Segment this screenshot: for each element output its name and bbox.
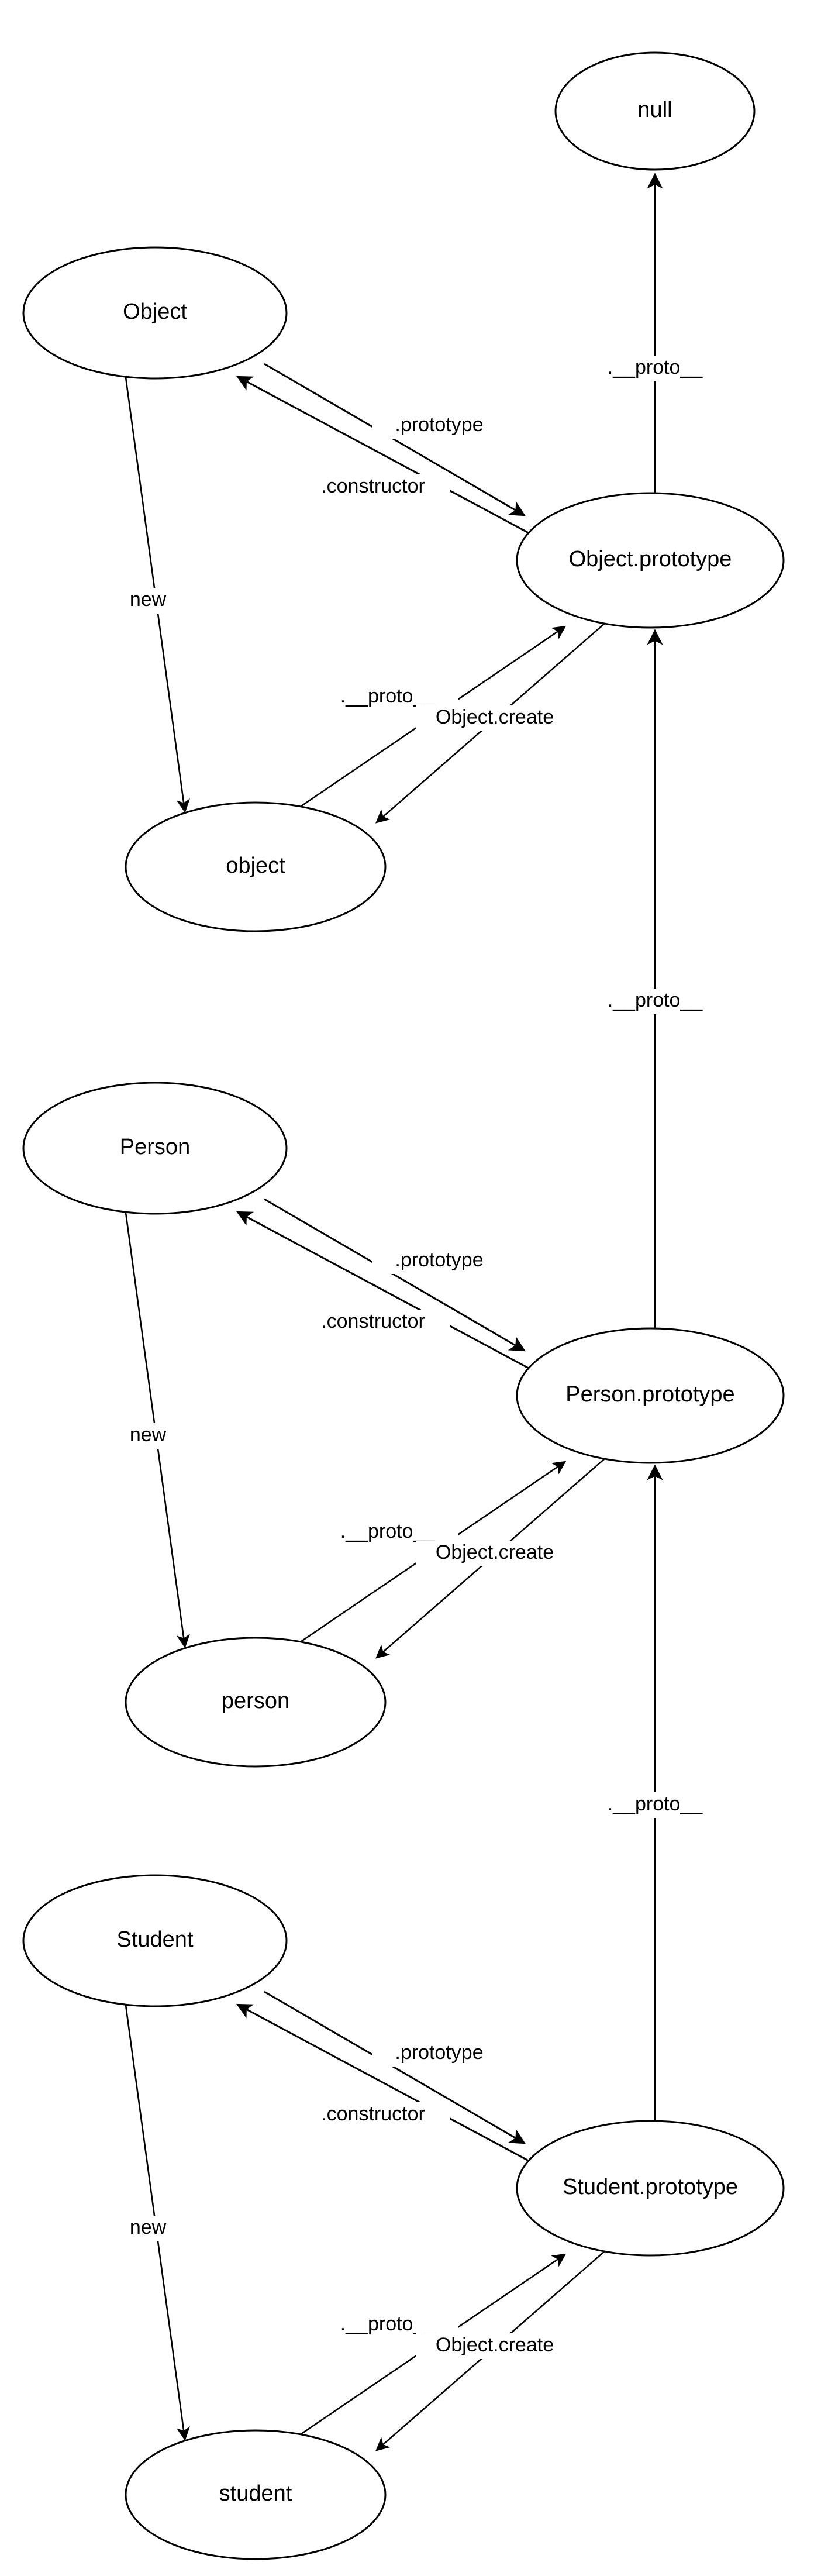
edge-student-new: new bbox=[116, 2005, 190, 2441]
node-ellipse-Object[interactable] bbox=[22, 246, 288, 380]
edge-label-person-constructor: .constructor bbox=[321, 1310, 425, 1332]
node-ellipse-Student[interactable] bbox=[22, 1874, 288, 2007]
edge-person-create: Object.create bbox=[375, 1458, 606, 1659]
edge-label-object-create: Object.create bbox=[436, 706, 554, 728]
node-ellipse-person-instance[interactable] bbox=[125, 1637, 387, 1768]
node-label-student-instance: student bbox=[219, 2481, 292, 2506]
node-object-instance[interactable]: object bbox=[125, 801, 387, 932]
edge-label-student-new: new bbox=[130, 2216, 167, 2238]
node-label-object-instance: object bbox=[226, 853, 285, 878]
edge-label-student-instance-proto: .__proto__ bbox=[340, 2313, 436, 2335]
node-ellipse-Person[interactable] bbox=[22, 1082, 288, 1215]
edge-label-proto-personproto: .__proto__ bbox=[608, 989, 703, 1011]
edge-student-prototype: .prototype bbox=[264, 1990, 526, 2144]
edge-label-student-constructor: .constructor bbox=[321, 2103, 425, 2125]
node-Person[interactable]: Person bbox=[22, 1082, 288, 1215]
edge-label-object-constructor: .constructor bbox=[321, 475, 425, 497]
edge-person-instance-proto: .__proto__ bbox=[295, 1461, 567, 1647]
node-label-Person-prototype: Person.prototype bbox=[565, 1382, 734, 1407]
node-Person-prototype[interactable]: Person.prototype bbox=[516, 1327, 785, 1464]
edge-label-person-instance-proto: .__proto__ bbox=[340, 1520, 436, 1542]
edge-person-prototype: .prototype bbox=[264, 1198, 526, 1352]
edge-label-person-prototype: .prototype bbox=[395, 1249, 483, 1271]
edge-label-object-instance-proto: .__proto__ bbox=[340, 685, 436, 707]
node-student-instance[interactable]: student bbox=[125, 2429, 387, 2560]
edge-person-constructor: .constructor bbox=[236, 1211, 544, 1377]
edge-personproto-to-objproto: .__proto__ bbox=[585, 629, 725, 1328]
edge-label-object-new: new bbox=[130, 588, 167, 611]
edge-objproto-to-null: .__proto__ bbox=[585, 173, 725, 493]
edge-label-person-new: new bbox=[130, 1424, 167, 1446]
edge-student-create: Object.create bbox=[375, 2250, 606, 2451]
edge-label-proto-studentproto: .__proto__ bbox=[608, 1793, 703, 1815]
edge-label-object-prototype: .prototype bbox=[395, 414, 483, 436]
edge-object-prototype: .prototype bbox=[264, 363, 526, 516]
node-ellipse-null[interactable] bbox=[554, 51, 756, 171]
edge-student-constructor: .constructor bbox=[236, 2003, 544, 2170]
edge-object-constructor: .constructor bbox=[236, 376, 544, 542]
node-label-null: null bbox=[637, 98, 672, 122]
node-label-Student: Student bbox=[117, 1927, 194, 1952]
edge-object-new: new bbox=[116, 377, 190, 813]
node-Student-prototype[interactable]: Student.prototype bbox=[516, 2120, 785, 2257]
node-ellipse-student-instance[interactable] bbox=[125, 2429, 387, 2560]
edge-object-create: Object.create bbox=[375, 622, 606, 824]
node-Object[interactable]: Object bbox=[22, 246, 288, 380]
node-Student[interactable]: Student bbox=[22, 1874, 288, 2007]
node-label-Object-prototype: Object.prototype bbox=[569, 547, 732, 571]
edge-label-person-create: Object.create bbox=[436, 1541, 554, 1563]
node-label-Person: Person bbox=[120, 1135, 190, 1159]
node-ellipse-object-instance[interactable] bbox=[125, 801, 387, 932]
node-label-Object: Object bbox=[123, 299, 187, 324]
edge-studentproto-to-personproto: .__proto__ bbox=[585, 1464, 725, 2121]
node-person-instance[interactable]: person bbox=[125, 1637, 387, 1768]
node-Object-prototype[interactable]: Object.prototype bbox=[516, 492, 785, 629]
node-null[interactable]: null bbox=[554, 51, 756, 171]
node-ellipse-Person-prototype[interactable] bbox=[516, 1327, 785, 1464]
edge-label-student-prototype: .prototype bbox=[395, 2041, 483, 2064]
node-ellipse-Object-prototype[interactable] bbox=[516, 492, 785, 629]
edge-person-new: new bbox=[116, 1212, 190, 1648]
edge-label-student-create: Object.create bbox=[436, 2334, 554, 2356]
node-ellipse-Student-prototype[interactable] bbox=[516, 2120, 785, 2257]
node-label-person-instance: person bbox=[222, 1689, 289, 1713]
node-label-Student-prototype: Student.prototype bbox=[563, 2175, 738, 2199]
edge-label-proto-null: .__proto__ bbox=[608, 356, 703, 378]
